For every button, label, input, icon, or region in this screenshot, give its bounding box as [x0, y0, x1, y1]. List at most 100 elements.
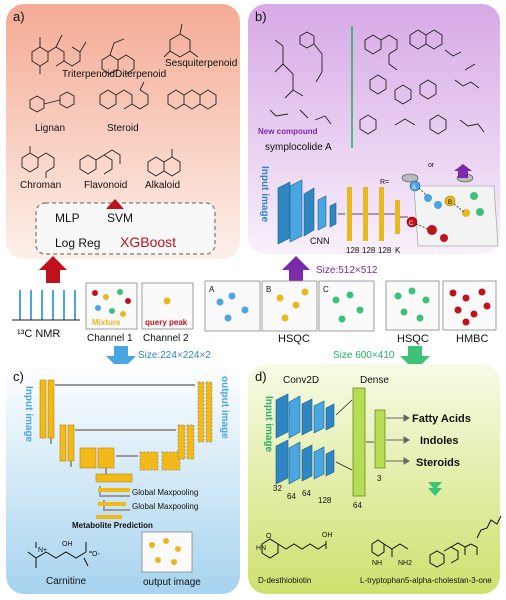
- molecule-sketches-b: [269, 29, 485, 135]
- cnn-stack-d-bottom: [275, 439, 335, 485]
- out-dim-3: 3: [377, 474, 382, 483]
- class-arrows: [386, 414, 410, 465]
- carnitine-o-minus: O-: [92, 551, 100, 558]
- hsqc2-dots: [394, 287, 430, 322]
- panel-b: b) New compound symplocolide A R= or Inp…: [248, 4, 500, 255]
- query-peak-dot: [163, 297, 171, 305]
- purple-up-arrow: [282, 256, 310, 283]
- dense-bar-1: [347, 187, 352, 241]
- panel-b-input-label: Input image: [259, 166, 270, 223]
- query-peak-label: query peak: [145, 318, 188, 327]
- or-label: or: [428, 162, 435, 169]
- compound-chroman: Chroman: [20, 180, 61, 191]
- output-bar-3: [374, 409, 386, 469]
- desthiobiotin-hn: HN: [256, 545, 266, 552]
- panel-c-letter: c): [13, 369, 24, 384]
- dim-k: K: [395, 246, 401, 255]
- dim-64-a: 64: [287, 492, 296, 501]
- compound-diterpenoid: Diterpenoid: [115, 69, 166, 80]
- output-image-box: [141, 531, 193, 573]
- model-mlp: MLP: [55, 211, 80, 225]
- panel-a: a) Triterpenoid Diterpenoid Sesquiterpen…: [6, 4, 240, 259]
- molecule-desthiobiotin: D-desthiobiotin: [258, 576, 311, 585]
- r-group-sugar-1: [401, 173, 419, 183]
- dense-label: Dense: [360, 375, 389, 386]
- compound-triterpenoid: Triterpenoid: [62, 69, 115, 80]
- size-d-label: Size 600×410: [333, 350, 395, 361]
- graph-node-b: B: [448, 200, 452, 206]
- dim-32: 32: [273, 484, 282, 493]
- cnn-label: CNN: [310, 236, 330, 246]
- metabolite-prediction-label: Metabolite Prediction: [72, 521, 153, 530]
- panel-b-letter: b): [255, 9, 267, 24]
- r-group-label: R=: [380, 179, 389, 186]
- molecule-sketches-d: [261, 515, 502, 568]
- carnitine-n-plus: N+: [38, 547, 47, 554]
- class-fatty-acids: Fatty Acids: [412, 413, 471, 425]
- molecule-sketches-a: [21, 23, 217, 178]
- panel-d-letter: d): [255, 369, 267, 384]
- blue-down-arrow: [106, 346, 136, 371]
- model-xgboost: XGBoost: [120, 234, 176, 250]
- hsqc2-label: HSQC: [397, 333, 429, 345]
- dense-bar-3: [379, 187, 384, 241]
- hsqc-letter-b: B: [266, 285, 271, 294]
- hsqc-abc-group: [204, 280, 375, 332]
- compound-steroid: Steroid: [107, 123, 139, 134]
- channel1-dots: [92, 289, 131, 317]
- green-down-arrow: [400, 346, 430, 371]
- panel-c: c) Input image output image: [6, 364, 240, 594]
- desthiobiotin-oh: OH: [322, 532, 333, 539]
- channel2-box: [141, 282, 194, 330]
- dense-bar-k: [395, 200, 400, 234]
- hsqc1-label: HSQC: [278, 333, 310, 345]
- dim-128: 128: [318, 496, 332, 505]
- carnitine-structure: [27, 542, 92, 568]
- dim-128-b: 128: [362, 246, 376, 255]
- dense-bar-64: [352, 387, 366, 497]
- gmp2-label: Global Maxpooling: [132, 502, 198, 511]
- output-image-label: output image: [143, 577, 201, 588]
- unet-decoder: [139, 381, 213, 471]
- red-up-arrow: [39, 256, 67, 283]
- compound-name-label: symplocolide A: [265, 142, 332, 153]
- unet-encoder: [39, 379, 133, 483]
- purple-up-arrow-small: [454, 164, 472, 178]
- graph-node-a: A: [412, 185, 416, 191]
- compound-alkaloid: Alkaloid: [145, 180, 180, 191]
- gmp-bar-2: [98, 502, 126, 506]
- output-image-dots: [149, 538, 181, 565]
- middle-row: Size:512×512 ¹³C NMR Mixture Channel 1: [12, 256, 497, 371]
- gmp-bar-3: [96, 515, 122, 519]
- nmr-label: ¹³C NMR: [17, 328, 60, 340]
- model-svm: SVM: [107, 211, 133, 225]
- dense-bar-2: [363, 187, 368, 241]
- dim-128-a: 128: [346, 246, 360, 255]
- molecule-tryptophan: L-tryptophan: [360, 576, 405, 585]
- cnn-stack-b: [277, 179, 337, 245]
- molecule-cholestanone: 5-alpha-cholestan-3-one: [405, 576, 492, 585]
- panel-d-input-label: Input image: [263, 396, 274, 453]
- panel-a-letter: a): [13, 9, 25, 24]
- hmbc-dots: [449, 288, 491, 326]
- model-box: [35, 202, 216, 255]
- dim-128-c: 128: [378, 246, 392, 255]
- new-compound-label: New compound: [258, 127, 318, 136]
- graph-nodes: [406, 180, 484, 242]
- tryptophan-nh2: NH2: [398, 560, 412, 567]
- conv2d-label: Conv2D: [283, 375, 319, 386]
- graph-node-c: C: [409, 221, 414, 227]
- cnn-stack-d-top: [275, 393, 335, 439]
- model-logreg: Log Reg: [55, 236, 100, 250]
- panel-c-input-label: Input image: [23, 386, 34, 443]
- compound-lignan: Lignan: [35, 123, 65, 134]
- panel-c-output-label: output image: [219, 376, 230, 439]
- panel-a-bg: [6, 4, 240, 259]
- class-indoles: Indoles: [420, 435, 459, 447]
- gmp-bar-1: [98, 488, 130, 492]
- tryptophan-nh: NH: [372, 560, 382, 567]
- size-b-label: Size:512×512: [316, 265, 378, 276]
- hsqc-letter-c: C: [323, 285, 329, 294]
- desthiobiotin-o: O: [266, 533, 272, 540]
